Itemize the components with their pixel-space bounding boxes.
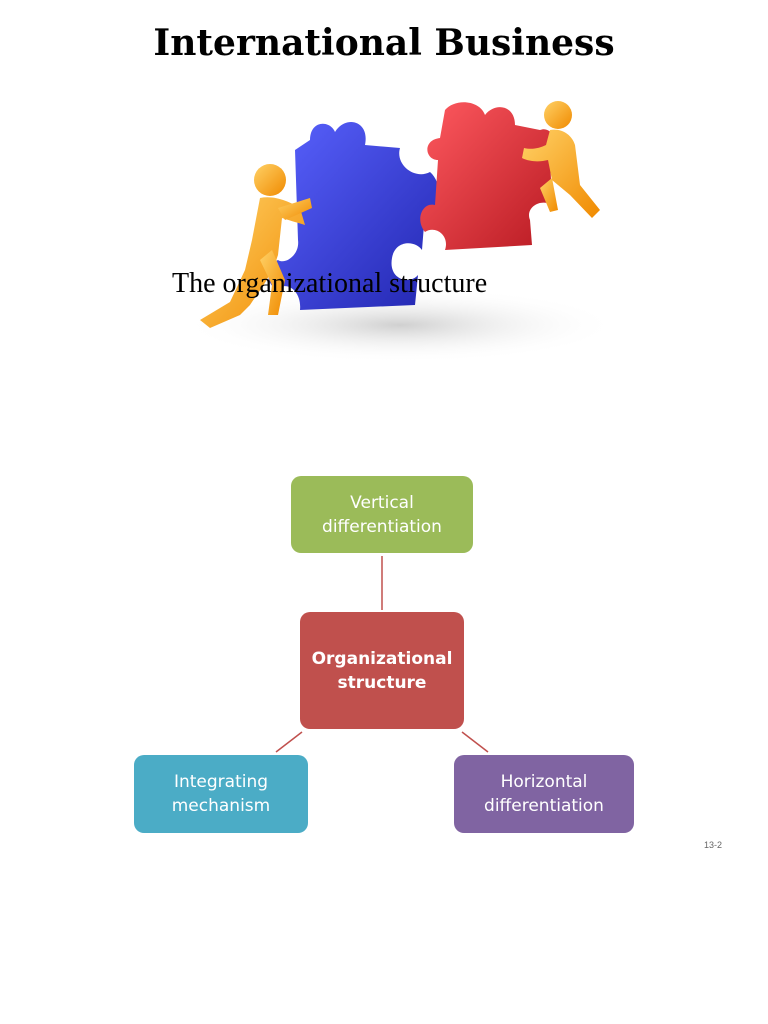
integrating-mechanism-node: Integrating mechanism bbox=[134, 755, 308, 833]
floor-shadow bbox=[180, 287, 620, 363]
right-figure bbox=[522, 101, 600, 218]
blue-puzzle-piece bbox=[268, 122, 440, 310]
slide-subtitle: The organizational structure bbox=[172, 268, 488, 299]
page-number: 13-2 bbox=[704, 840, 723, 850]
left-figure bbox=[200, 164, 312, 328]
puzzle-illustration bbox=[180, 101, 620, 363]
connector-left bbox=[275, 731, 303, 753]
vertical-differentiation-node: Vertical differentiation bbox=[291, 476, 473, 553]
red-puzzle-piece bbox=[420, 102, 556, 250]
slide-title: International Business bbox=[153, 22, 615, 64]
connector-right bbox=[461, 731, 489, 753]
organizational-structure-node: Organizational structure bbox=[300, 612, 464, 729]
horizontal-differentiation-node: Horizontal differentiation bbox=[454, 755, 634, 833]
